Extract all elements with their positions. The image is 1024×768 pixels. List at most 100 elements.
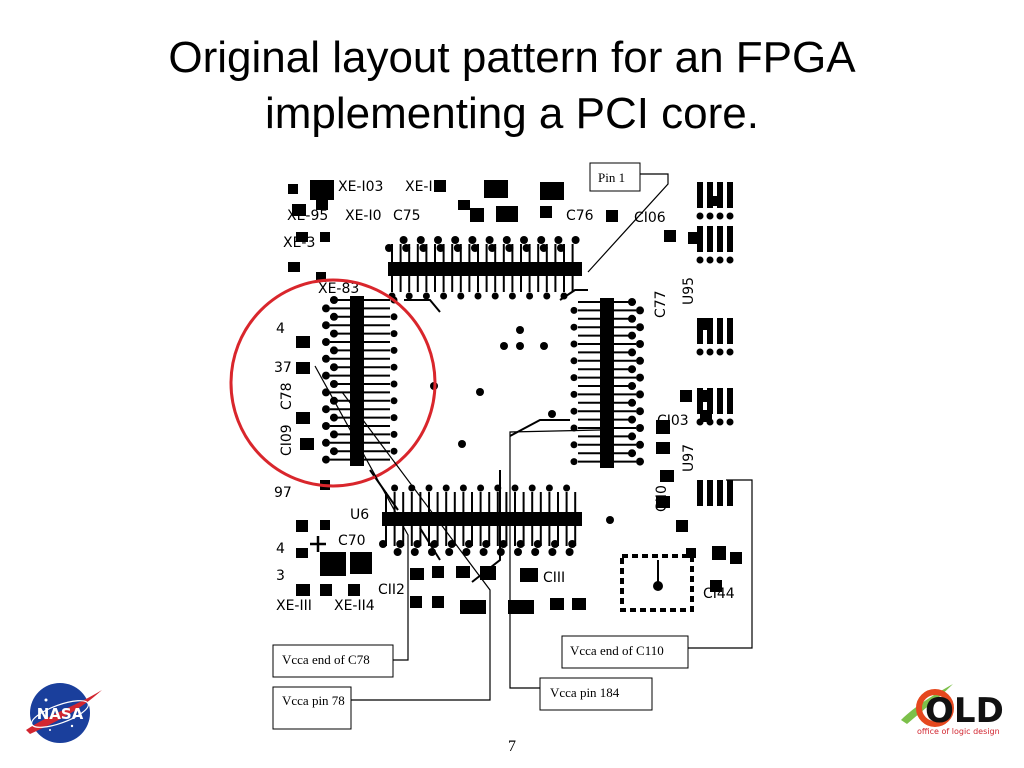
via-top-inner (474, 292, 482, 300)
resistor-array-pad (707, 318, 713, 344)
resistor-array-pad (727, 182, 733, 208)
via-top (385, 244, 393, 252)
via-right (628, 432, 636, 441)
old-logo-o (916, 689, 954, 727)
component-pad (676, 520, 688, 532)
via-left (322, 338, 330, 346)
resistor-array-via (726, 212, 734, 220)
via-bottom (379, 540, 387, 548)
component-pad (316, 200, 328, 210)
label-c75: C75 (393, 208, 421, 224)
via-right (628, 331, 636, 340)
via-center (548, 410, 556, 418)
via-bottom-inner (408, 484, 416, 492)
callout-pin1: Pin 1 (589, 162, 641, 192)
via-bottom (514, 548, 522, 556)
via-bottom-inner (425, 484, 433, 492)
resistor-array-pad (707, 182, 713, 208)
resistor-array-pad (707, 480, 713, 506)
component-pad (288, 262, 300, 272)
via-left-inner (390, 330, 398, 338)
via-left-inner (390, 380, 398, 388)
component-pad (434, 180, 446, 192)
resistor-array-via (696, 256, 704, 264)
component-pad (300, 438, 314, 450)
resistor-array-pad (727, 480, 733, 506)
via-top (453, 244, 462, 252)
component-pad (410, 568, 424, 580)
callout-vcca-pin184-text: Vcca pin 184 (550, 685, 620, 700)
resistor-array-pad (727, 388, 733, 414)
via-top (416, 236, 425, 244)
via-top (419, 244, 428, 252)
via-left (330, 430, 338, 439)
via-top (522, 244, 531, 252)
via-left (330, 363, 338, 372)
via-left (330, 380, 338, 388)
via-bottom-inner (391, 484, 399, 492)
callout-vcca-pin184: Vcca pin 184 (539, 677, 653, 711)
callout-vcca-pin78: Vcca pin 78 (272, 686, 352, 730)
resistor-array-pad (707, 226, 713, 252)
via-right-inner (570, 357, 578, 365)
resistor-array-pad (727, 318, 733, 344)
via-top (537, 236, 546, 244)
via-bottom (447, 540, 456, 548)
component-pad (660, 470, 674, 482)
component-pad (320, 552, 346, 576)
via-right-inner (570, 374, 578, 382)
via-right (636, 340, 644, 348)
callout-vcca-pin78-text: Vcca pin 78 (282, 693, 345, 708)
qfn-via (653, 581, 663, 591)
via-left-inner (390, 414, 398, 422)
via-right (628, 398, 636, 407)
component-pad (460, 600, 486, 614)
via-left (322, 321, 330, 330)
via-right-inner (570, 306, 578, 314)
pcb-trace (559, 289, 588, 301)
pad-strip-left (350, 296, 364, 466)
via-left (322, 354, 330, 363)
component-pad (710, 580, 722, 592)
component-pad (484, 180, 508, 198)
resistor-array-pad (727, 226, 733, 252)
resistor-array-pad (717, 388, 723, 414)
pad-strip-right (600, 298, 614, 468)
resistor-array-via (706, 256, 714, 264)
via-bottom (462, 548, 471, 556)
via-top (434, 236, 442, 244)
old-logo-text: OLD (925, 691, 1004, 731)
resistor-array-pad (697, 182, 703, 208)
resistor-array-via (696, 212, 704, 220)
via-bottom (533, 540, 542, 548)
label-u6: U6 (350, 507, 369, 523)
callout-vcca-c110-text: Vcca end of C110 (570, 643, 664, 658)
via-top (468, 236, 477, 244)
component-pad (350, 552, 372, 574)
via-right (636, 373, 644, 382)
component-pad (496, 206, 518, 222)
resistor-array-via (716, 256, 724, 264)
resistor-array-pad (697, 226, 703, 252)
via-bottom (499, 540, 508, 548)
via-left (322, 438, 330, 447)
via-right (636, 390, 644, 399)
via-right (636, 306, 644, 315)
via-top (505, 244, 514, 252)
callout-vcca-pin184-box (539, 677, 653, 711)
via-bottom-inner (563, 484, 571, 492)
via-right (636, 323, 644, 332)
via-right (636, 424, 644, 432)
qfn-footprint (620, 554, 694, 612)
component-pad (320, 520, 330, 530)
component-pad (432, 566, 444, 578)
via-center (540, 342, 548, 350)
via-bottom-inner (545, 484, 553, 492)
label-c106: CI06 (634, 210, 666, 226)
resistor-array-via (716, 418, 724, 426)
label-c103: CI03 (657, 413, 689, 429)
component-pad (316, 272, 326, 282)
component-pad (606, 210, 618, 222)
via-top (488, 244, 497, 252)
